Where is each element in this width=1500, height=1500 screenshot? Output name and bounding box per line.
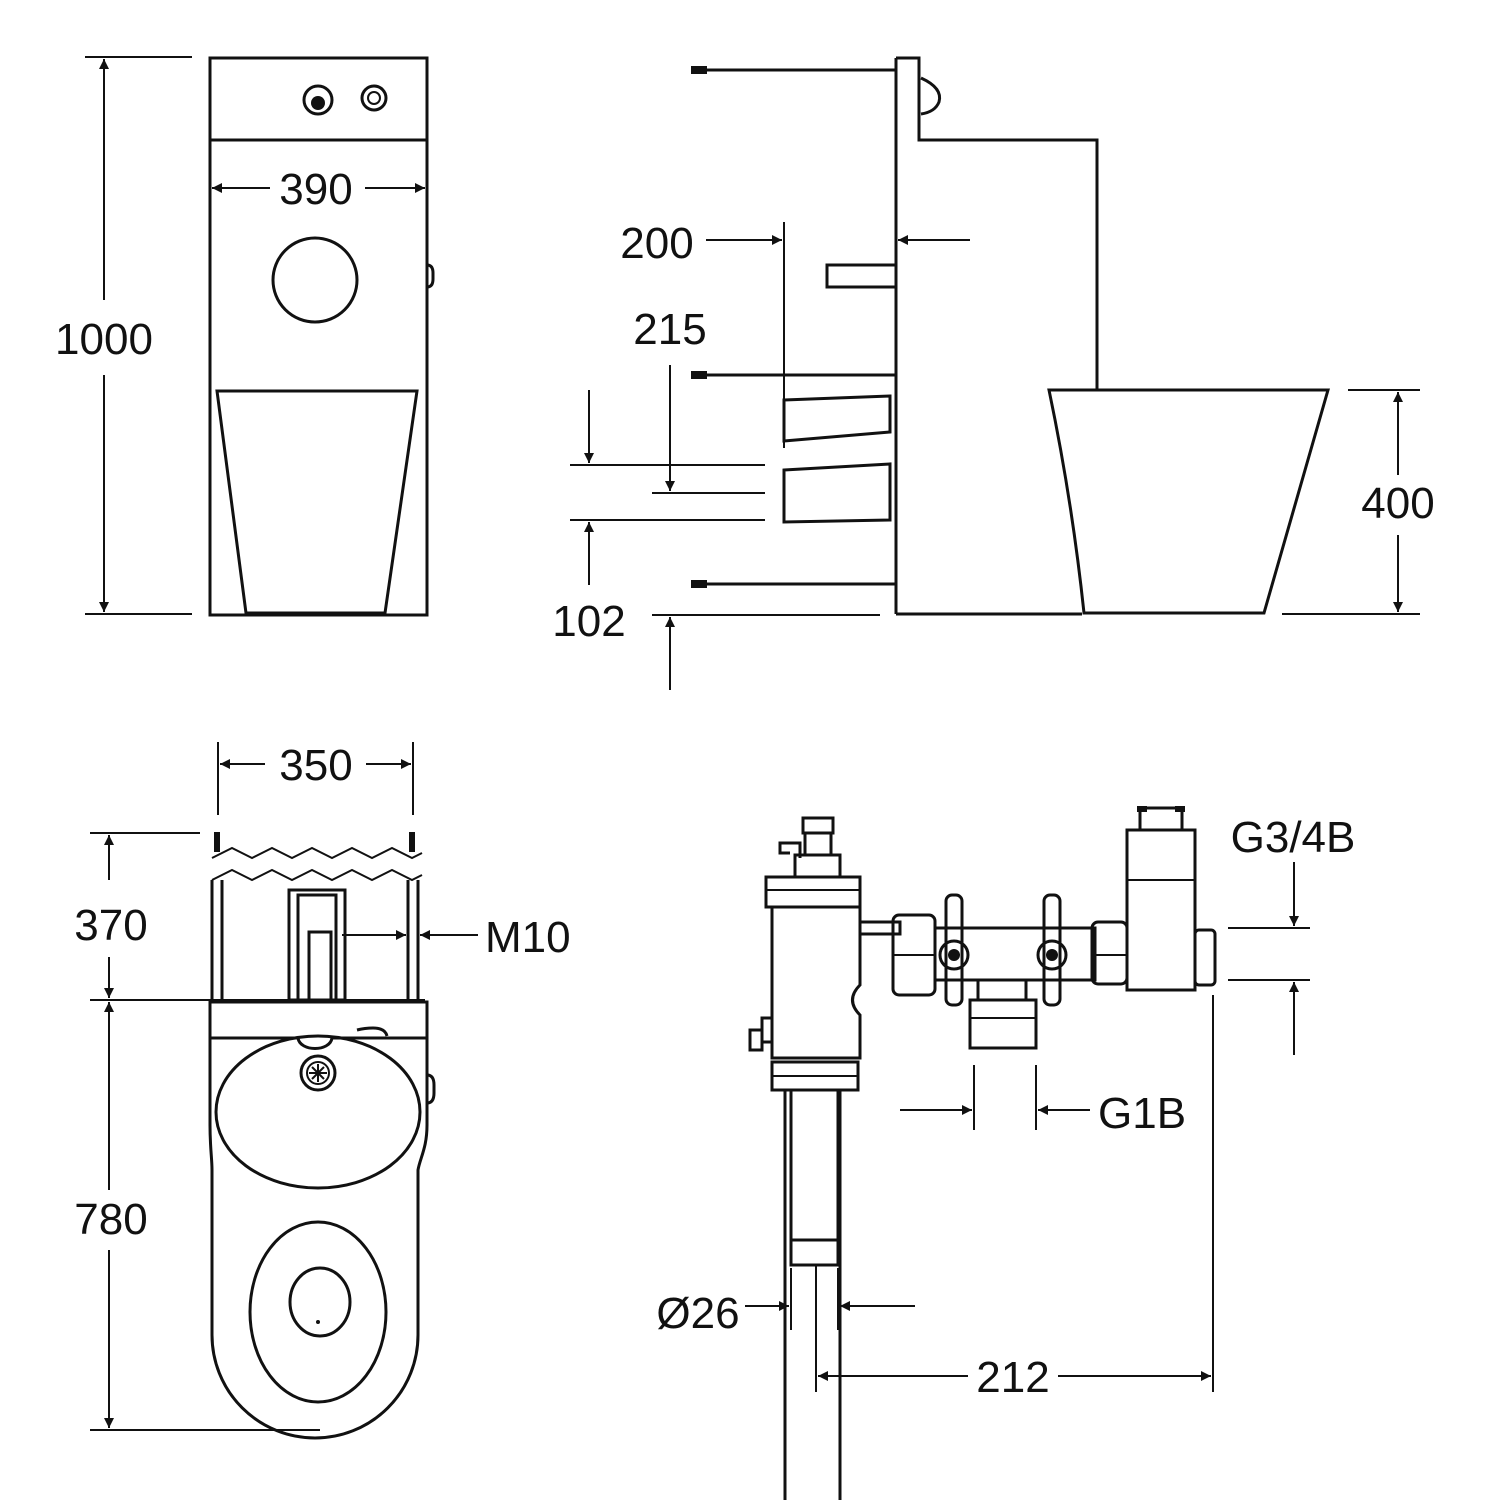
top-view: 350 370 780 M10 xyxy=(74,741,571,1440)
stop-valve-right xyxy=(1036,939,1068,971)
pipe-upper xyxy=(782,394,892,443)
pipe-lower xyxy=(782,462,892,524)
basin-outlet-circle xyxy=(271,236,359,324)
dim-200: 200 xyxy=(620,219,693,268)
flush-valve-view: G3/4B G1B Ø26 212 xyxy=(656,806,1355,1500)
side-button xyxy=(920,76,942,116)
flush-button-dot xyxy=(311,96,325,110)
dim-d26: Ø26 xyxy=(656,1289,739,1338)
front-view: 390 1000 xyxy=(55,56,435,617)
top-side-knob xyxy=(426,1073,436,1105)
stop-valve-left xyxy=(938,939,970,971)
dim-350: 350 xyxy=(279,741,352,790)
valve-stem xyxy=(789,1088,840,1242)
solenoid-top xyxy=(1138,806,1184,832)
side-bowl xyxy=(1047,388,1330,615)
union-right xyxy=(1090,920,1129,986)
front-cabinet xyxy=(208,56,429,617)
dim-212: 212 xyxy=(976,1353,1049,1402)
valve-body xyxy=(770,905,862,1060)
side-tank xyxy=(896,56,1099,390)
valve-collar xyxy=(764,875,862,909)
valve-cap xyxy=(801,816,835,835)
side-knob xyxy=(426,263,435,289)
dim-g3-4b: G3/4B xyxy=(1231,813,1356,862)
dim-370: 370 xyxy=(74,901,147,950)
basin xyxy=(214,1034,422,1190)
g1b-outlet xyxy=(968,998,1038,1050)
toilet-outlet xyxy=(288,1266,352,1338)
dim-215: 215 xyxy=(633,305,706,354)
dim-400: 400 xyxy=(1361,479,1434,528)
dim-g1b: G1B xyxy=(1098,1089,1186,1138)
drain-icon xyxy=(299,1054,337,1092)
side-bracket xyxy=(825,263,898,289)
sensor-icon xyxy=(360,84,388,112)
break-line-upper xyxy=(211,846,423,860)
side-view: 200 215 102 400 xyxy=(552,56,1435,690)
front-bowl xyxy=(215,389,419,615)
flush-button-icon xyxy=(302,84,334,116)
solenoid-body xyxy=(1125,828,1197,992)
dim-1000: 1000 xyxy=(55,315,153,364)
break-line-lower xyxy=(211,868,423,882)
dim-780: 780 xyxy=(74,1195,147,1244)
dim-m10: M10 xyxy=(485,913,571,962)
toilet-bowl xyxy=(248,1220,388,1404)
valve-tap xyxy=(748,1016,774,1052)
dim-102: 102 xyxy=(552,597,625,646)
rim-line xyxy=(210,1036,427,1050)
dim-390: 390 xyxy=(279,165,352,214)
top-body-outline xyxy=(208,1000,429,1440)
